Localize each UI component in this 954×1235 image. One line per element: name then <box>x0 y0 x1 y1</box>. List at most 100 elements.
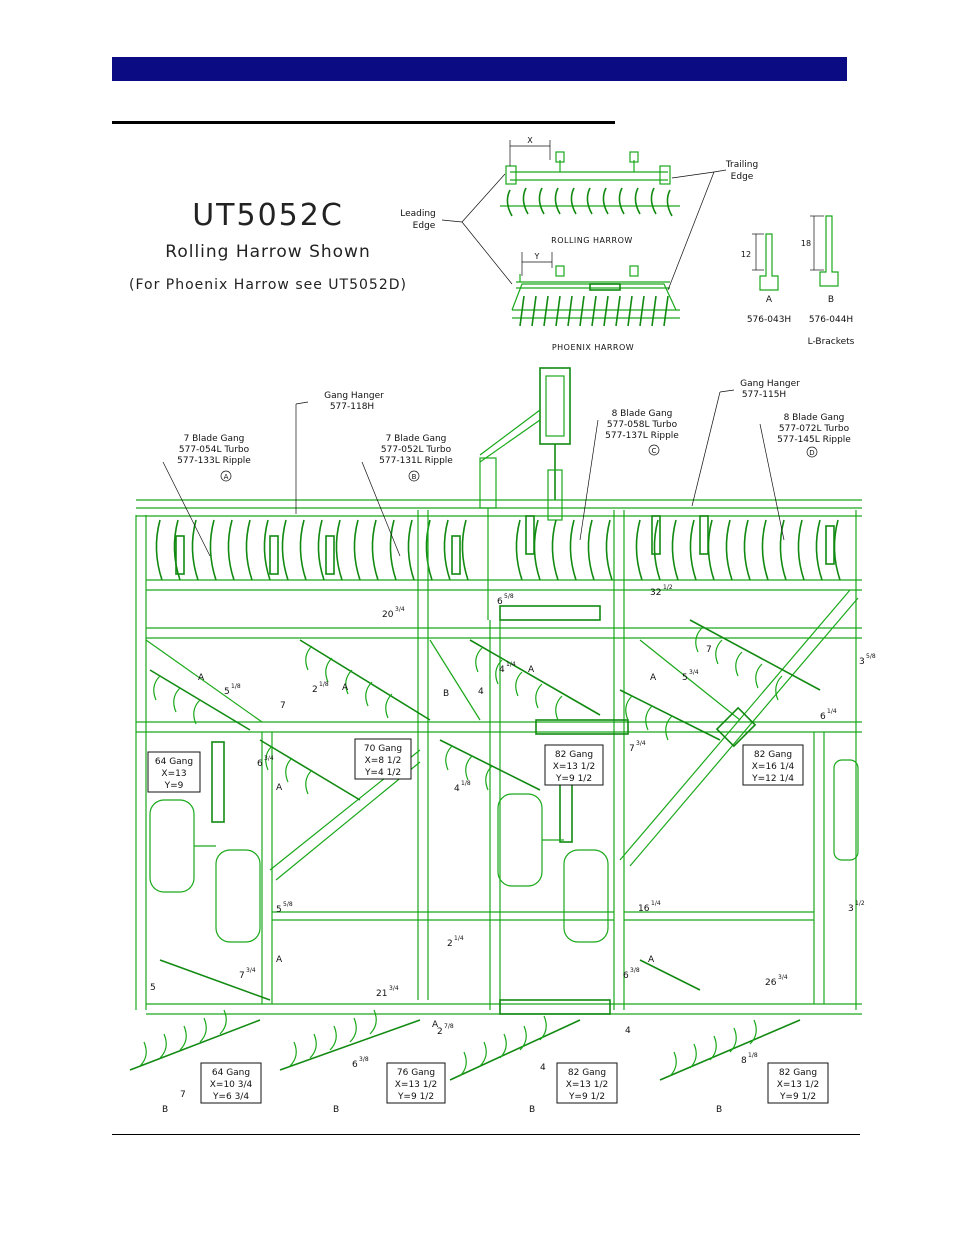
callout-6-line2: 577-072L Turbo <box>779 424 850 434</box>
callout-4-line2: 577-058L Turbo <box>607 420 678 430</box>
svg-text:7: 7 <box>239 971 245 981</box>
callout-4-line1: 8 Blade Gang <box>612 409 673 419</box>
dim-7-3-4-a: 73/4 <box>629 740 646 754</box>
svg-text:1/4: 1/4 <box>827 708 837 715</box>
phoenix-harrow-label: PHOENIX HARROW <box>552 343 634 352</box>
svg-text:3/8: 3/8 <box>359 1056 369 1063</box>
dim-4-c: 4 <box>540 1063 546 1073</box>
leading-edge-line1: Leading <box>400 209 436 219</box>
svg-text:6: 6 <box>497 597 503 607</box>
callout-gang-hanger-118h: Gang Hanger 577-118H <box>295 391 384 514</box>
dim-4-b: 4 <box>625 1026 631 1036</box>
dim-26-3-4: 263/4 <box>765 974 788 988</box>
ref-letter-a: A <box>432 1020 439 1030</box>
x-dimension-label: X <box>527 136 533 145</box>
svg-text:6: 6 <box>623 971 629 981</box>
footer-rule <box>112 1134 860 1135</box>
dim-5: 5 <box>150 983 156 993</box>
ref-letter-b: B <box>443 689 449 699</box>
dim-4-a: 4 <box>478 687 484 697</box>
gang-box-3-x: X=13 1/2 <box>553 762 596 772</box>
gang-box-5-y: Y=6 3/4 <box>212 1092 249 1102</box>
leading-edge-line2: Edge <box>413 221 436 231</box>
callout-3-line2: 577-052L Turbo <box>381 445 452 455</box>
header-bar <box>112 57 847 81</box>
dimension-labels: 203/4 65/8 321/2 7 41/4 53/4 21/8 51/8 7… <box>150 584 876 1100</box>
callout-6-line1: 8 Blade Gang <box>784 413 845 423</box>
header-rule <box>112 121 615 124</box>
callout-6-line3: 577-145L Ripple <box>777 435 851 445</box>
gang-box-6-x: X=13 1/2 <box>395 1080 438 1090</box>
dim-21-3-4: 213/4 <box>376 985 399 999</box>
svg-text:7: 7 <box>280 701 286 711</box>
gang-box-6-y: Y=9 1/2 <box>397 1092 434 1102</box>
svg-text:3/4: 3/4 <box>395 606 405 613</box>
svg-text:26: 26 <box>765 978 777 988</box>
dim-8-1-8: 81/8 <box>741 1052 758 1066</box>
gang-box-5-name: 64 Gang <box>212 1068 250 1078</box>
ref-letter-b: B <box>162 1105 168 1115</box>
svg-text:1/2: 1/2 <box>663 584 673 591</box>
callout-3-line1: 7 Blade Gang <box>386 434 447 444</box>
svg-text:6: 6 <box>820 712 826 722</box>
callout-4-tag: C <box>652 447 657 455</box>
rolling-harrow-label: ROLLING HARROW <box>551 236 633 245</box>
bracket-b-dimension: 18 <box>801 239 811 248</box>
svg-text:5/8: 5/8 <box>283 901 293 908</box>
rolling-harrow-drawing: X ROLLING HARROW <box>500 136 680 245</box>
bracket-b-part: 576-044H <box>809 315 853 325</box>
callout-1-line1: Gang Hanger <box>324 391 384 401</box>
dim-32-1-2: 321/2 <box>650 584 673 598</box>
dim-6-3-4: 63/4 <box>257 755 274 769</box>
svg-text:6: 6 <box>352 1060 358 1070</box>
dim-7-c: 7 <box>180 1090 186 1100</box>
callout-7-blade-gang-b: 7 Blade Gang 577-052L Turbo 577-131L Rip… <box>361 434 453 557</box>
svg-text:7: 7 <box>180 1090 186 1100</box>
svg-text:4: 4 <box>454 784 460 794</box>
trailing-edge-line1: Trailing <box>725 160 758 170</box>
gang-box-4-y: Y=12 1/4 <box>751 774 794 784</box>
gang-box-70: 70 Gang X=8 1/2 Y=4 1/2 <box>354 738 412 780</box>
dim-16-1-4: 161/4 <box>638 900 661 914</box>
gang-box-1-x: X=13 <box>161 769 186 779</box>
svg-text:1/8: 1/8 <box>319 681 329 688</box>
callout-2-line1: 7 Blade Gang <box>184 434 245 444</box>
dim-6-3-8-b: 63/8 <box>352 1056 369 1070</box>
ref-letter-a: A <box>648 955 655 965</box>
model-subtitle: Rolling Harrow Shown <box>165 242 370 262</box>
dim-6-1-4: 61/4 <box>820 708 837 722</box>
title-block: UT5052C Rolling Harrow Shown (For Phoeni… <box>129 198 407 293</box>
svg-text:2: 2 <box>437 1027 443 1037</box>
model-note: (For Phoenix Harrow see UT5052D) <box>129 277 407 293</box>
ref-letter-a: A <box>342 683 349 693</box>
svg-text:3/4: 3/4 <box>689 669 699 676</box>
callout-5-line1: Gang Hanger <box>740 379 800 389</box>
gang-box-82-c: 82 Gang X=13 1/2 Y=9 1/2 <box>556 1062 618 1104</box>
bracket-a-letter: A <box>766 295 773 305</box>
gang-box-2-name: 70 Gang <box>364 744 402 754</box>
gang-box-7-name: 82 Gang <box>568 1068 606 1078</box>
svg-text:1/8: 1/8 <box>748 1052 758 1059</box>
dim-7-3-4-b: 73/4 <box>239 967 256 981</box>
svg-text:3/4: 3/4 <box>264 755 274 762</box>
dim-6-3-8-a: 63/8 <box>623 967 640 981</box>
gang-box-82-b: 82 Gang X=16 1/4 Y=12 1/4 <box>742 744 804 786</box>
dim-5-5-8: 55/8 <box>276 901 293 915</box>
bracket-a-part: 576-043H <box>747 315 791 325</box>
svg-text:5: 5 <box>276 905 282 915</box>
reference-letters: A A A A A A A A B B B B B <box>162 665 722 1115</box>
dim-5-3-4: 53/4 <box>682 669 699 683</box>
gang-box-1-y: Y=9 <box>164 781 184 791</box>
gang-box-8-x: X=13 1/2 <box>777 1080 820 1090</box>
svg-text:3/8: 3/8 <box>630 967 640 974</box>
callout-6-tag: D <box>809 449 814 457</box>
ref-letter-b: B <box>333 1105 339 1115</box>
brackets-caption: L-Brackets <box>808 337 855 347</box>
svg-text:2: 2 <box>447 939 453 949</box>
callout-8-blade-gang-c: 8 Blade Gang 577-058L Turbo 577-137L Rip… <box>579 409 679 541</box>
dim-3-1-2: 31/2 <box>848 900 865 914</box>
gang-box-7-x: X=13 1/2 <box>566 1080 609 1090</box>
gang-box-82-d: 82 Gang X=13 1/2 Y=9 1/2 <box>767 1062 829 1104</box>
svg-text:4: 4 <box>540 1063 546 1073</box>
